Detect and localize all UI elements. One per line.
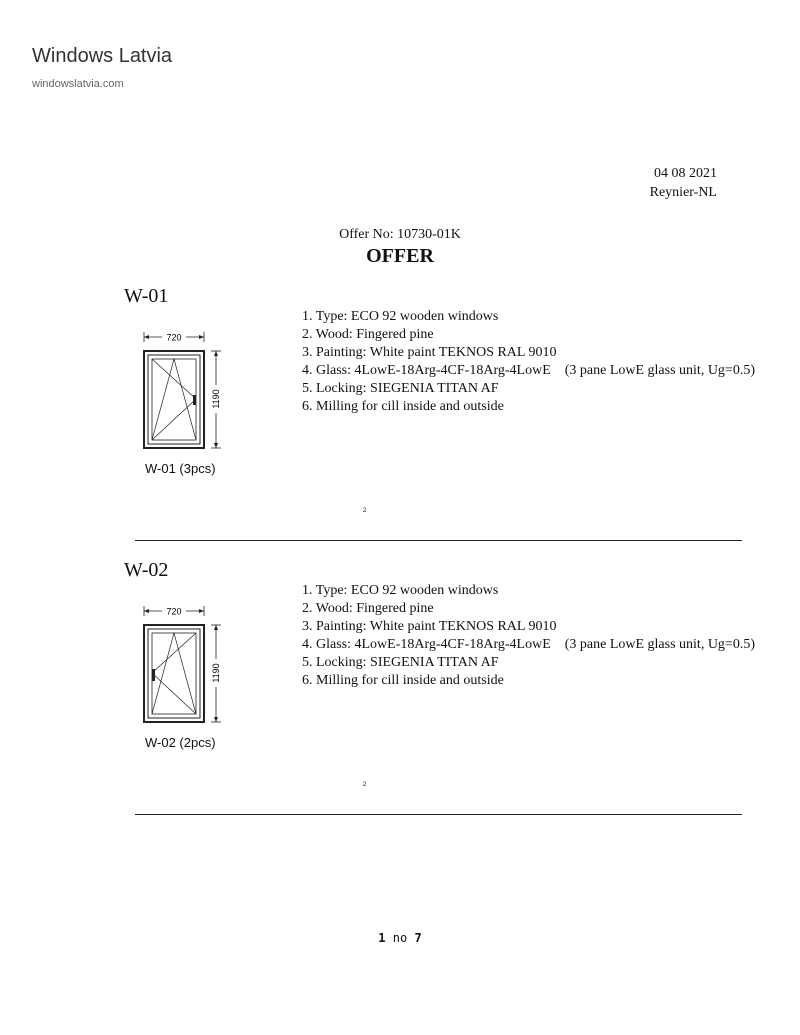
section-divider bbox=[135, 540, 742, 541]
page-separator: no bbox=[392, 931, 408, 945]
item-mark: 2 bbox=[363, 782, 367, 788]
spec-painting: 3. Painting: White paint TEKNOS RAL 9010 bbox=[302, 619, 557, 634]
window-drawing-w02: 720 1190 bbox=[143, 605, 222, 723]
spec-type: 1. Type: ECO 92 wooden windows bbox=[302, 309, 499, 324]
spec-locking: 5. Locking: SIEGENIA TITAN AF bbox=[302, 381, 499, 396]
height-dimension-label: 1190 bbox=[211, 663, 221, 682]
spec-glass: 4. Glass: 4LowE-18Arg-4CF-18Arg-4LowE (3… bbox=[302, 363, 755, 378]
spec-locking: 5. Locking: SIEGENIA TITAN AF bbox=[302, 655, 499, 670]
spec-list: 1. Type: ECO 92 wooden windows 2. Wood: … bbox=[302, 308, 772, 416]
page-indicator: 1 no 7 bbox=[0, 931, 800, 945]
width-dimension-label: 720 bbox=[166, 607, 181, 617]
spec-type: 1. Type: ECO 92 wooden windows bbox=[302, 583, 499, 598]
item-caption: W-01 (3pcs) bbox=[145, 461, 216, 476]
item-code: W-01 bbox=[124, 285, 169, 307]
spec-milling: 6. Milling for cill inside and outside bbox=[302, 673, 504, 688]
item-code: W-02 bbox=[124, 559, 169, 581]
offer-number: Offer No: 10730-01K bbox=[339, 227, 461, 242]
spec-milling: 6. Milling for cill inside and outside bbox=[302, 399, 504, 414]
client-name: Reynier-NL bbox=[649, 185, 717, 200]
offer-title: OFFER bbox=[366, 245, 434, 267]
section-divider bbox=[135, 814, 742, 815]
offer-date: 04 08 2021 bbox=[654, 166, 717, 181]
spec-wood: 2. Wood: Fingered pine bbox=[302, 327, 434, 342]
spec-painting: 3. Painting: White paint TEKNOS RAL 9010 bbox=[302, 345, 557, 360]
page-total: 7 bbox=[414, 931, 422, 945]
spec-wood: 2. Wood: Fingered pine bbox=[302, 601, 434, 616]
company-name: Windows Latvia bbox=[32, 45, 173, 67]
spec-glass: 4. Glass: 4LowE-18Arg-4CF-18Arg-4LowE (3… bbox=[302, 637, 755, 652]
window-drawing-w01: 720 1190 bbox=[143, 331, 222, 449]
height-dimension-label: 1190 bbox=[211, 389, 221, 408]
item-mark: 2 bbox=[363, 508, 367, 514]
spec-list: 1. Type: ECO 92 wooden windows 2. Wood: … bbox=[302, 582, 772, 690]
item-caption: W-02 (2pcs) bbox=[145, 735, 216, 750]
width-dimension-label: 720 bbox=[166, 333, 181, 343]
page-current: 1 bbox=[378, 931, 386, 945]
company-website: windowslatvia.com bbox=[32, 78, 124, 90]
